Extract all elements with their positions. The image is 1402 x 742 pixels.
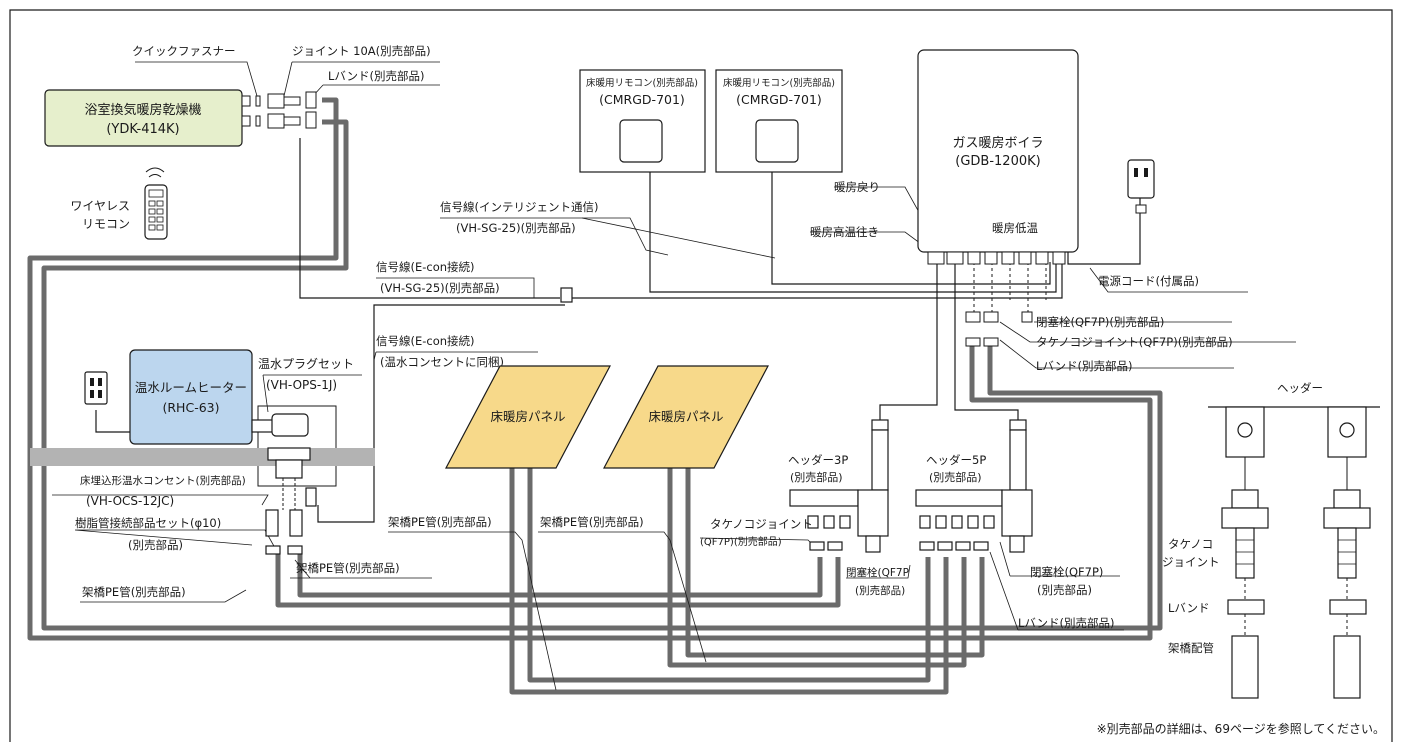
pipe-panel2-a — [667, 467, 967, 668]
bath-dryer-model: (YDK-414K) — [106, 122, 179, 137]
frame — [9, 9, 1393, 742]
label-takenoko-qf7p: タケノコジョイント(QF7P)(別売部品) — [1036, 335, 1233, 349]
floor-panel-2 — [603, 365, 769, 469]
label-pe-pipe-mid3: 架橋PE管(別売部品) — [540, 515, 644, 529]
label-signal-econ2-note: (温水コンセントに同梱) — [380, 355, 504, 369]
floor-panel-2-label: 床暖房パネル — [648, 409, 723, 424]
wireless-remote-line2: リモコン — [82, 217, 130, 231]
label-header-3p: ヘッダー3P — [788, 453, 848, 467]
label-hot-water-plug-model: (VH-OPS-1J) — [266, 378, 337, 392]
label-floor-outlet: 床埋込形温水コンセント(別売部品) — [80, 474, 246, 487]
label-hot-water-plug: 温水プラグセット — [258, 357, 354, 371]
label-takenoko-mid-model: (QF7P)(別売部品) — [700, 535, 782, 548]
remote2-box — [715, 69, 843, 173]
pipe-bath-inner — [27, 97, 1153, 641]
label-joint-10a: ジョイント 10A(別売部品) — [292, 44, 431, 58]
pipe-thin-header5p — [954, 262, 1019, 420]
pipe-heater-a — [275, 550, 841, 608]
label-quick-fastener: クイックファスナー — [132, 44, 236, 58]
label-pe-pipe-mid2: 架橋PE管(別売部品) — [388, 515, 492, 529]
label-signal-econ-model: (VH-SG-25)(別売部品) — [380, 281, 500, 295]
fitting-row-top — [241, 91, 317, 109]
label-header-3p-note: (別売部品) — [790, 470, 843, 484]
floor-panel-1-label: 床暖房パネル — [490, 409, 565, 424]
header-3p — [789, 419, 889, 553]
wire-bath-econ — [299, 138, 560, 299]
room-heater-model: (RHC-63) — [163, 400, 220, 415]
remote1-name: 床暖用リモコン(別売部品) — [586, 77, 698, 89]
wire-power — [1067, 198, 1141, 265]
leaders — [52, 61, 1296, 691]
power-outlet-icon — [1127, 159, 1155, 214]
label-plug-mid: 閉塞栓(QF7P — [846, 566, 909, 579]
bath-dryer-name: 浴室換気暖房乾燥機 — [84, 102, 201, 118]
label-signal-intelligent: 信号線(インテリジェント通信) — [440, 200, 598, 214]
label-signal-econ: 信号線(E-con接続) — [376, 260, 475, 274]
label-floor-outlet-model: (VH-OCS-12JC) — [86, 494, 174, 508]
wire-heater-plug — [95, 410, 130, 433]
boiler-ports — [927, 251, 1066, 265]
pipe-heater-b — [297, 550, 823, 598]
wire-remote2 — [771, 172, 1051, 285]
outlet-frame — [257, 405, 337, 487]
label-pe-pipe-mid1: 架橋PE管(別売部品) — [296, 561, 400, 575]
boiler-model: (GDB-1200K) — [955, 154, 1040, 169]
fitting-row-bottom — [241, 111, 317, 129]
pipe-bath-outer — [41, 119, 1163, 631]
takenoko-fittings-right — [965, 311, 1033, 347]
label-resin-pipe-set: 樹脂管接続部品セット(φ10) — [75, 516, 221, 530]
floor-band — [30, 448, 375, 466]
wires — [95, 138, 1141, 523]
remote2-screen — [755, 119, 799, 163]
econ-connector-icon — [560, 287, 573, 303]
label-resin-pipe-set-note: (別売部品) — [128, 538, 183, 552]
room-heater-box — [129, 349, 253, 445]
label-header-5p: ヘッダー5P — [926, 453, 986, 467]
label-heating-low: 暖房低温 — [992, 221, 1038, 235]
header-5p — [915, 419, 1033, 553]
label-plug-right: 閉塞栓(QF7P) — [1030, 565, 1103, 579]
detail-pipe: 架橋配管 — [1168, 641, 1214, 655]
remote1-box — [579, 69, 706, 173]
label-heating-high: 暖房高温往き — [810, 225, 879, 239]
label-l-band-top: Lバンド(別売部品) — [328, 69, 424, 83]
bath-dryer-box — [44, 89, 243, 147]
label-plug-qf7p: 閉塞栓(QF7P)(別売部品) — [1036, 315, 1164, 329]
label-takenoko-mid: タケノコジョイント — [710, 517, 813, 531]
label-power-cord: 電源コード(付属品) — [1098, 274, 1199, 288]
remote1-screen — [619, 119, 663, 163]
footnote: ※別売部品の詳細は、69ページを参照してください。 — [1097, 721, 1385, 736]
header-detail: ヘッダー タケノコ ジョイント Lバンド 架橋配管 — [1162, 381, 1380, 699]
detail-title: ヘッダー — [1277, 381, 1323, 395]
wire-econ-boiler — [572, 262, 1063, 299]
label-signal-econ2: 信号線(E-con接続) — [376, 334, 475, 348]
label-heating-return: 暖房戻り — [834, 180, 880, 194]
room-heater-name: 温水ルームヒーター — [135, 380, 247, 395]
remote2-model: (CMRGD-701) — [736, 92, 822, 107]
label-pe-pipe-left: 架橋PE管(別売部品) — [82, 585, 186, 599]
detail-takenoko-1: タケノコ — [1168, 537, 1213, 551]
wireless-remote-icon — [144, 167, 168, 240]
label-plug-right-note: (別売部品) — [1037, 583, 1092, 597]
remote1-model: (CMRGD-701) — [599, 92, 685, 107]
wireless-remote-line1: ワイヤレス — [70, 199, 130, 213]
boiler-name: ガス暖房ボイラ — [952, 135, 1043, 151]
wire-econ-outlet — [317, 304, 565, 523]
pipe-panel1-a — [509, 467, 949, 695]
label-l-band-right: Lバンド(別売部品) — [1036, 359, 1132, 373]
hot-water-plug — [251, 413, 317, 555]
detail-takenoko-2: ジョイント — [1162, 555, 1220, 569]
label-l-band-bottom: Lバンド(別売部品) — [1018, 616, 1114, 630]
label-header-5p-note: (別売部品) — [929, 470, 982, 484]
pipe-thin-header3p — [879, 262, 938, 420]
wall-outlet-icon — [84, 371, 108, 405]
label-plug-mid-note: (別売部品) — [855, 584, 905, 597]
boiler-box — [917, 49, 1079, 253]
pipe-panel2-b — [685, 467, 985, 658]
remote2-name: 床暖用リモコン(別売部品) — [723, 77, 835, 89]
detail-l-band: Lバンド — [1168, 601, 1209, 615]
label-signal-intelligent-model: (VH-SG-25)(別売部品) — [456, 221, 576, 235]
floor-panel-1 — [445, 365, 611, 469]
